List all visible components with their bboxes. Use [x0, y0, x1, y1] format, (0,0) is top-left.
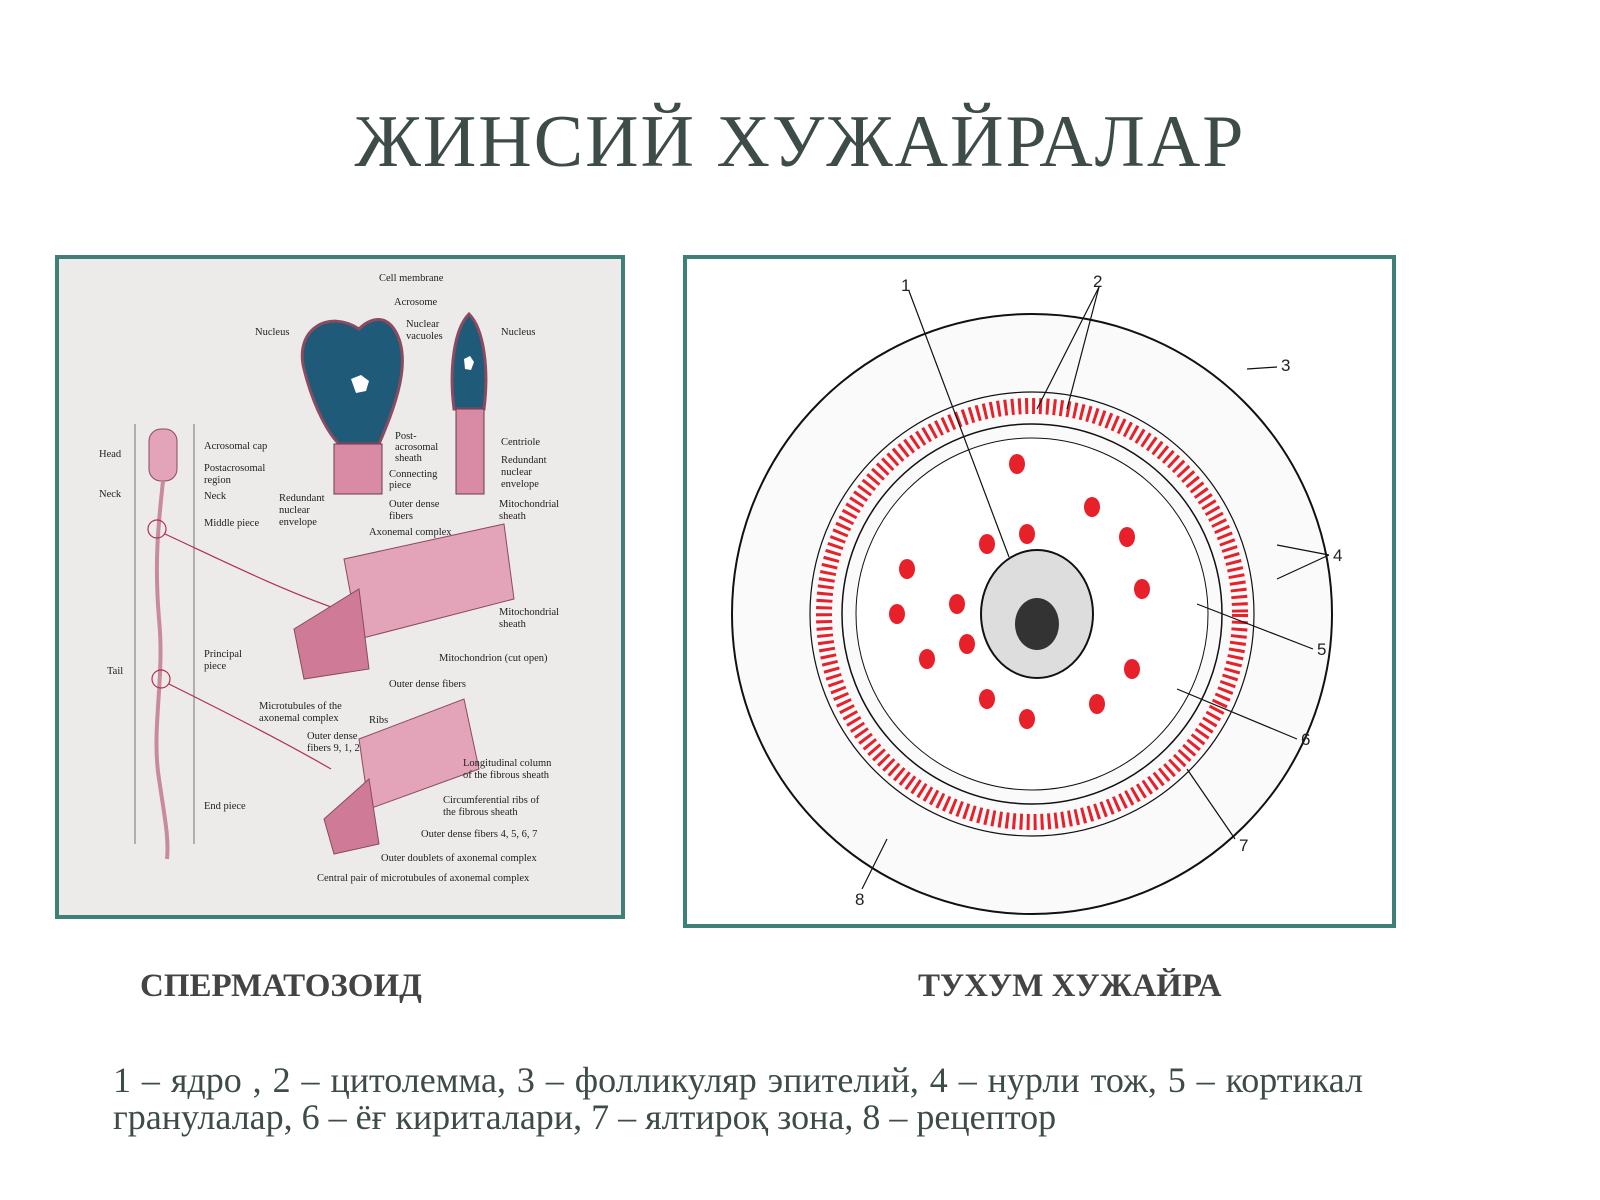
label-acrosomal-cap: Acrosomal cap	[204, 441, 267, 452]
label-odf-4567: Outer dense fibers 4, 5, 6, 7	[421, 829, 537, 840]
egg-label-3: 3	[1281, 356, 1290, 375]
label-neck-right: Neck	[204, 491, 227, 502]
label-connecting-piece-2: piece	[389, 480, 411, 491]
middle-piece-section	[293, 523, 515, 680]
slide-title: ЖИНСИЙ ХУЖАЙРАЛАР	[354, 101, 1246, 183]
label-middle-piece: Middle piece	[204, 518, 259, 529]
caption-spermatozoon: СПЕРМАТОЗОИД	[140, 968, 422, 1004]
egg-label-5: 5	[1317, 640, 1326, 659]
label-post-acrosomal-sheath-3: sheath	[395, 453, 423, 464]
legend-text: 1 – ядро , 2 – цитолемма, 3 – фолликуляр…	[113, 1060, 1363, 1137]
label-tail: Tail	[107, 666, 123, 677]
label-end-piece: End piece	[204, 801, 246, 812]
label-principal-piece-2: piece	[204, 661, 226, 672]
label-nucleus-left: Nucleus	[255, 327, 289, 338]
label-microtubules: Microtubules of the	[259, 701, 342, 712]
label-axonemal-complex: Axonemal complex	[369, 527, 452, 538]
label-microtubules-2: axonemal complex	[259, 713, 339, 724]
label-mito-sheath-top-2: sheath	[499, 511, 527, 522]
label-odf-912: Outer dense	[307, 731, 358, 742]
label-circumferential-ribs-2: the fibrous sheath	[443, 807, 518, 818]
egg-label-4: 4	[1333, 546, 1342, 565]
egg-nucleus	[980, 549, 1094, 679]
label-longitudinal-column-2: of the fibrous sheath	[463, 770, 550, 781]
label-redundant-right-2: nuclear	[501, 467, 532, 478]
label-circumferential-ribs: Circumferential ribs of	[443, 795, 540, 806]
egg-label-7: 7	[1239, 836, 1248, 855]
label-nuclear-vacuoles: Nuclear	[406, 319, 440, 330]
sperm-head-sections	[300, 311, 488, 495]
egg-label-1: 1	[901, 276, 910, 295]
label-neck: Neck	[99, 489, 122, 500]
label-post-acrosomal-sheath: Post-	[395, 431, 417, 442]
egg-label-6: 6	[1301, 730, 1310, 749]
sperm-diagram: Cell membrane Acrosome Nucleus Nuclear v…	[99, 273, 559, 884]
label-redundant-right: Redundant	[501, 455, 547, 466]
label-post-acrosomal-sheath-2: acrosomal	[395, 442, 438, 453]
label-outer-dense-2: fibers	[389, 511, 413, 522]
label-outer-doublets: Outer doublets of axonemal complex	[381, 853, 537, 864]
egg-label-2: 2	[1093, 272, 1102, 291]
label-head: Head	[99, 449, 122, 460]
whole-sperm	[134, 424, 338, 860]
label-acrosome: Acrosome	[394, 297, 437, 308]
label-postacrosomal: Postacrosomal	[204, 463, 265, 474]
label-odf-912-2: fibers 9, 1, 2	[307, 743, 360, 754]
label-nuclear-vacuoles-2: vacuoles	[406, 331, 443, 342]
label-ribs: Ribs	[369, 715, 388, 726]
label-connecting-piece: Connecting	[389, 469, 438, 480]
label-redundant-left-2: nuclear	[279, 505, 310, 516]
label-nucleus-right: Nucleus	[501, 327, 535, 338]
label-centriole: Centriole	[501, 437, 540, 448]
label-outer-dense-fibers: Outer dense fibers	[389, 679, 466, 690]
egg-diagram: 1 2 3 4 5 6 7 8	[731, 272, 1342, 915]
sperm-diagram-frame: Cell membrane Acrosome Nucleus Nuclear v…	[55, 255, 625, 919]
label-outer-dense: Outer dense	[389, 499, 440, 510]
label-redundant-left: Redundant	[279, 493, 325, 504]
caption-egg-cell: ТУХУМ ХУЖАЙРА	[918, 968, 1222, 1004]
label-cell-membrane: Cell membrane	[379, 273, 444, 284]
label-central-pair: Central pair of microtubules of axonemal…	[317, 873, 530, 884]
label-redundant-right-3: envelope	[501, 479, 539, 490]
egg-label-8: 8	[855, 890, 864, 909]
label-postacrosomal-2: region	[204, 475, 232, 486]
label-mitochondrion: Mitochondrion (cut open)	[439, 653, 548, 664]
label-mito-sheath: Mitochondrial	[499, 607, 559, 618]
cortical-granules	[889, 454, 1150, 729]
label-mito-sheath-2: sheath	[499, 619, 527, 630]
egg-diagram-frame: 1 2 3 4 5 6 7 8	[683, 255, 1396, 928]
label-mito-sheath-top: Mitochondrial	[499, 499, 559, 510]
label-redundant-left-3: envelope	[279, 517, 317, 528]
label-principal-piece: Principal	[204, 649, 242, 660]
principal-piece-section	[323, 698, 480, 855]
egg-label-lines	[861, 286, 1330, 890]
label-longitudinal-column: Longitudinal column	[463, 758, 552, 769]
